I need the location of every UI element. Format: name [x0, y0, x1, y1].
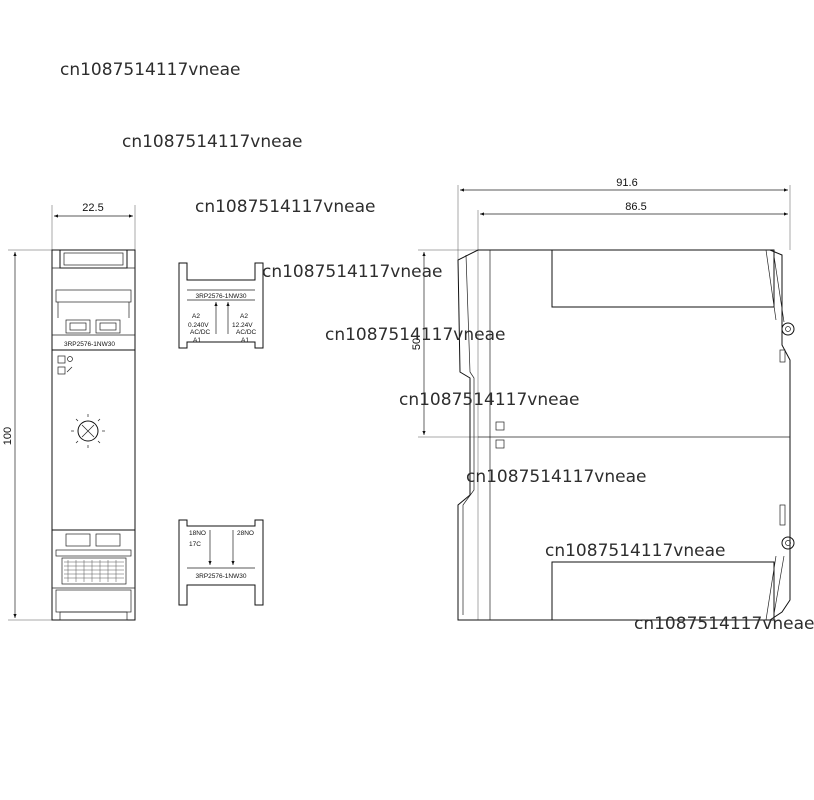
svg-text:0.240V: 0.240V — [188, 322, 209, 329]
side-body-depth-dimension: 86.5 — [625, 201, 646, 213]
top-terminal-view: 3RP2576-1NW30 A2 A2 0.240V 12.24V AC/DC … — [178, 262, 264, 349]
watermark-text: cn1087514117vneae — [466, 467, 647, 487]
svg-text:17C: 17C — [189, 541, 201, 548]
svg-text:A2: A2 — [240, 313, 248, 320]
watermark-text: cn1087514117vneae — [195, 197, 376, 217]
led-indicator-icon — [495, 421, 505, 431]
svg-text:A2: A2 — [192, 313, 200, 320]
terminal-screw-icon — [781, 536, 795, 550]
front-width-dimension: 22.5 — [82, 202, 103, 214]
svg-text:28NO: 28NO — [237, 530, 254, 537]
front-model-label: 3RP2576-1NW30 — [64, 341, 115, 348]
side-view: 91.6 86.5 50 — [411, 177, 795, 621]
adjustment-dial-icon[interactable] — [71, 414, 105, 448]
led-indicator-icon — [495, 439, 505, 449]
front-height-dimension: 100 — [2, 427, 14, 445]
svg-text:AC/DC: AC/DC — [190, 329, 211, 336]
watermark-text: cn1087514117vneae — [262, 262, 443, 282]
svg-text:AC/DC: AC/DC — [236, 329, 257, 336]
led-indicator-icon — [57, 355, 66, 364]
svg-text:A1: A1 — [241, 337, 249, 344]
side-total-depth-dimension: 91.6 — [616, 177, 637, 189]
led-indicator-icon — [57, 366, 66, 375]
terminal-screw-icon — [781, 322, 795, 336]
watermark-text: cn1087514117vneae — [634, 614, 814, 634]
svg-text:18NO: 18NO — [189, 530, 206, 537]
bottom-model-label: 3RP2576-1NW30 — [196, 573, 247, 580]
watermark-text: cn1087514117vneae — [325, 325, 506, 345]
watermark-text: cn1087514117vneae — [399, 390, 580, 410]
front-view: 22.5 100 3RP2576-1NW30 — [2, 202, 136, 621]
watermark-text: cn1087514117vneae — [60, 60, 241, 80]
watermark-text: cn1087514117vneae — [122, 132, 303, 152]
bottom-terminal-view: 18NO 28NO 17C 3RP2576-1NW30 — [178, 519, 264, 606]
top-model-label: 3RP2576-1NW30 — [196, 293, 247, 300]
side-height-dimension: 50 — [411, 338, 423, 350]
watermark-text: cn1087514117vneae — [545, 541, 726, 561]
svg-text:A1: A1 — [193, 337, 201, 344]
svg-text:12.24V: 12.24V — [232, 322, 253, 329]
